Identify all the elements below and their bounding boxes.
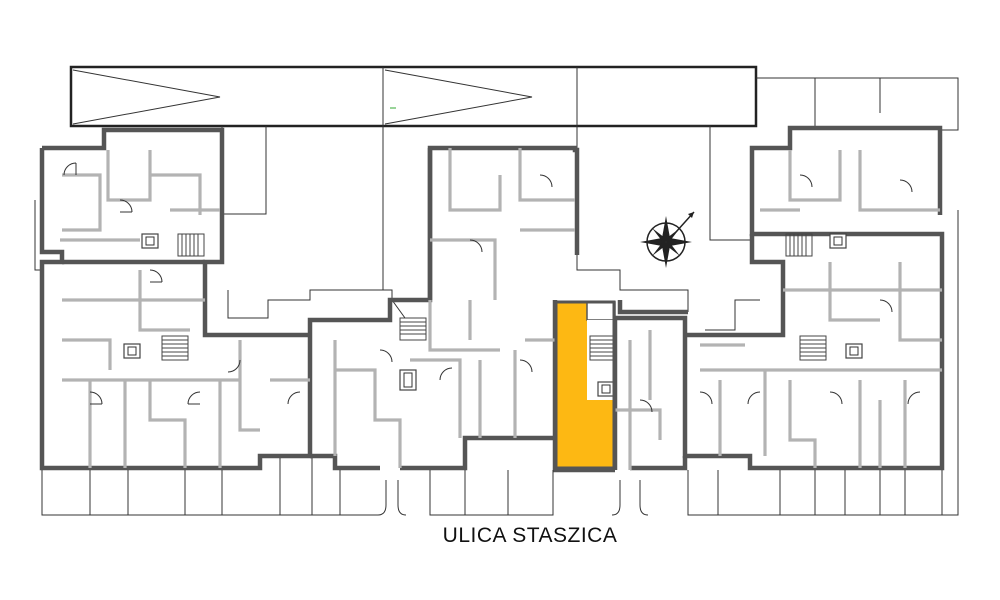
site-lines <box>34 77 959 516</box>
terraces <box>41 458 943 516</box>
interior-walls <box>60 148 942 470</box>
street-label: ULICA STASZICA <box>442 524 618 547</box>
door-swings <box>63 162 921 413</box>
garage-ramp <box>69 65 758 128</box>
compass-rose-icon <box>640 211 695 268</box>
highlighted-apartment[interactable] <box>554 300 616 470</box>
